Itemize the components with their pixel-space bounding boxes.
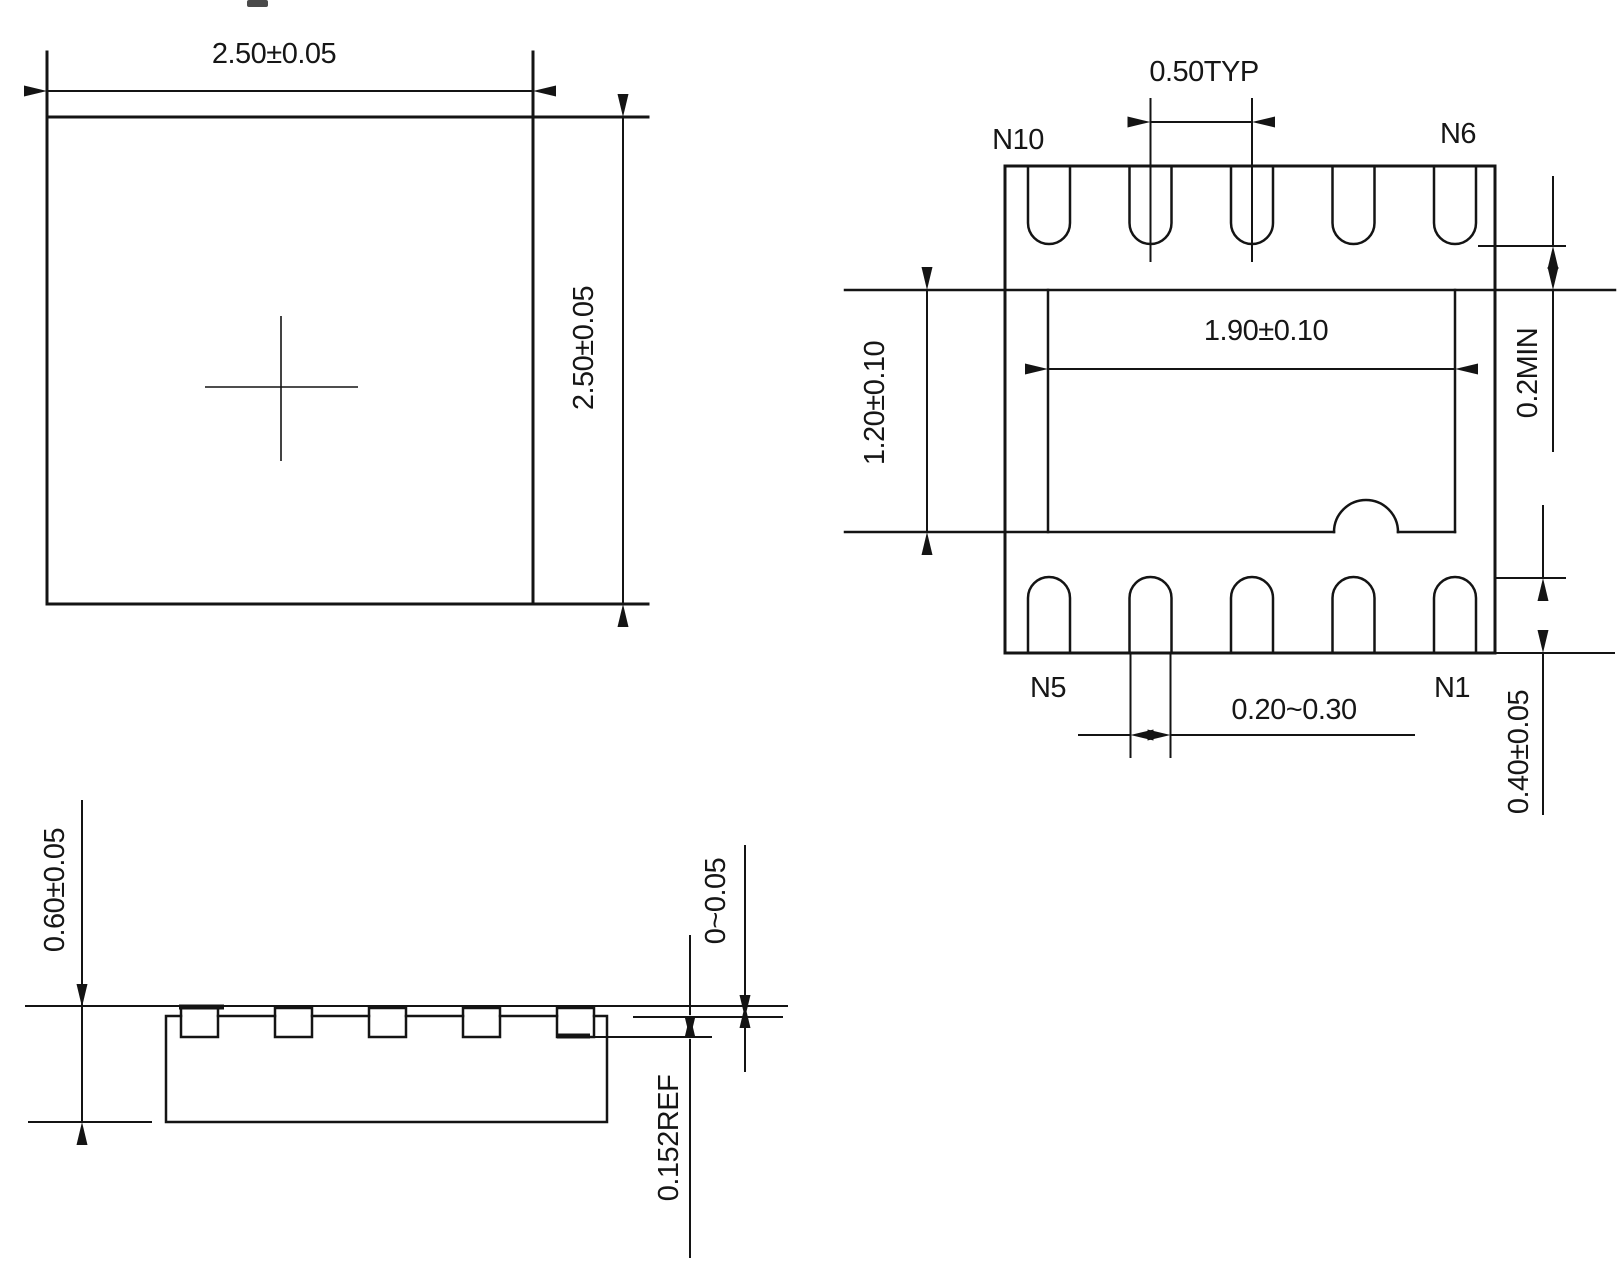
top-view: 2.50±0.05 2.50±0.05	[24, 38, 650, 627]
lead-terminals	[179, 1004, 596, 1039]
pad-width-dimension-label: 1.90±0.10	[1204, 315, 1328, 347]
lead-width-dimension-label: 0.20~0.30	[1231, 694, 1356, 726]
lead-terminal	[555, 1006, 596, 1039]
package-outline	[1003, 164, 1497, 655]
lead-terminal	[273, 1006, 314, 1039]
standoff-dimension-label: 0~0.05	[700, 858, 732, 945]
lead-terminal	[461, 1006, 502, 1039]
body-height-dimension-label: 0.60±0.05	[39, 828, 71, 952]
body-profile	[164, 1014, 609, 1124]
lead-terminal	[367, 1006, 408, 1039]
width-dimension-label: 2.50±0.05	[212, 38, 336, 70]
lead-thickness-dimension-label: 0.152REF	[653, 1075, 685, 1202]
cropped-mark-artifact	[247, 0, 268, 7]
pin1-notch-arc	[1332, 498, 1400, 534]
pin-label-n5: N5	[1030, 672, 1066, 704]
lead-length-dimension-label: 0.40±0.05	[1503, 690, 1535, 814]
pin-label-n10: N10	[992, 124, 1044, 156]
pitch-dimension-label: 0.50TYP	[1149, 56, 1258, 88]
bottom-pin-slots	[1026, 575, 1478, 654]
bottom-view: 0.50TYP N10 N6 N5 N1 1.90±0.10 1.20±0.10…	[843, 56, 1617, 815]
pin-label-n1: N1	[1434, 672, 1470, 704]
side-view: 0.60±0.05 0~0.05 0.152REF	[25, 800, 788, 1258]
pad-height-dimension-label: 1.20±0.10	[859, 341, 891, 465]
lead-terminal	[179, 1006, 220, 1039]
height-dimension-label: 2.50±0.05	[568, 286, 600, 410]
clearance-dimension-label: 0.2MIN	[1512, 328, 1544, 418]
pin-label-n6: N6	[1440, 118, 1476, 150]
